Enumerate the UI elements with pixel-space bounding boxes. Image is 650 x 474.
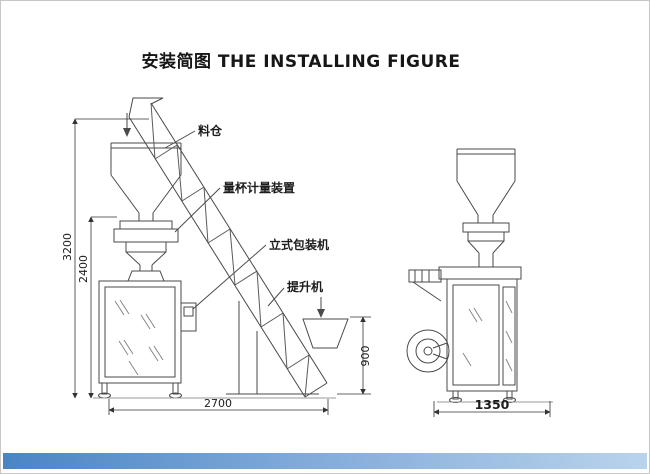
bottom-accent-bar <box>3 453 647 469</box>
label-elevator: 提升机 <box>287 279 323 294</box>
feeder-platform <box>408 266 522 302</box>
dim-side-width: 1350 <box>475 397 510 412</box>
packing-machine-body-front <box>98 280 197 399</box>
film-roll <box>406 329 450 373</box>
glass-reflection-marks <box>114 299 164 376</box>
dimension-2400: 2400 <box>77 216 117 399</box>
dim-front-width: 2700 <box>204 397 232 410</box>
machine-legs-side <box>449 390 516 403</box>
hopper-side <box>456 148 516 223</box>
label-measuring-device: 量杯计量装置 <box>223 180 295 195</box>
page-title: 安装简图 THE INSTALLING FIGURE <box>141 52 461 72</box>
discharge-chute <box>302 297 349 349</box>
label-hopper: 料仓 <box>198 123 223 138</box>
dimension-3200: 3200 <box>61 118 149 399</box>
front-view-drawing: 料仓 量杯计量装置 立式包装机 提升机 3200 2400 <box>61 97 372 415</box>
dim-discharge-height: 900 <box>359 346 372 367</box>
hopper-front <box>110 142 182 221</box>
label-packing-machine: 立式包装机 <box>269 237 329 252</box>
measuring-device-front <box>113 220 179 282</box>
dim-machine-height: 2400 <box>77 255 90 283</box>
measuring-device-side <box>462 222 510 267</box>
machine-legs <box>98 382 182 399</box>
feed-arrow-icon <box>123 113 131 137</box>
elevator-drawing <box>128 97 349 398</box>
side-view-drawing: 1350 <box>406 148 553 417</box>
control-panel <box>180 302 197 332</box>
dimension-1350: 1350 <box>433 397 551 417</box>
elevator-support-legs <box>226 301 319 395</box>
callout-labels: 料仓 量杯计量装置 立式包装机 提升机 <box>164 123 329 310</box>
elevator-lattice <box>150 102 310 398</box>
dim-total-height: 3200 <box>61 233 74 261</box>
dimension-900: 900 <box>337 316 372 395</box>
glass-reflection-marks-side <box>462 300 513 372</box>
packing-machine-body-side <box>446 278 518 403</box>
dimension-2700: 2700 <box>108 397 329 415</box>
